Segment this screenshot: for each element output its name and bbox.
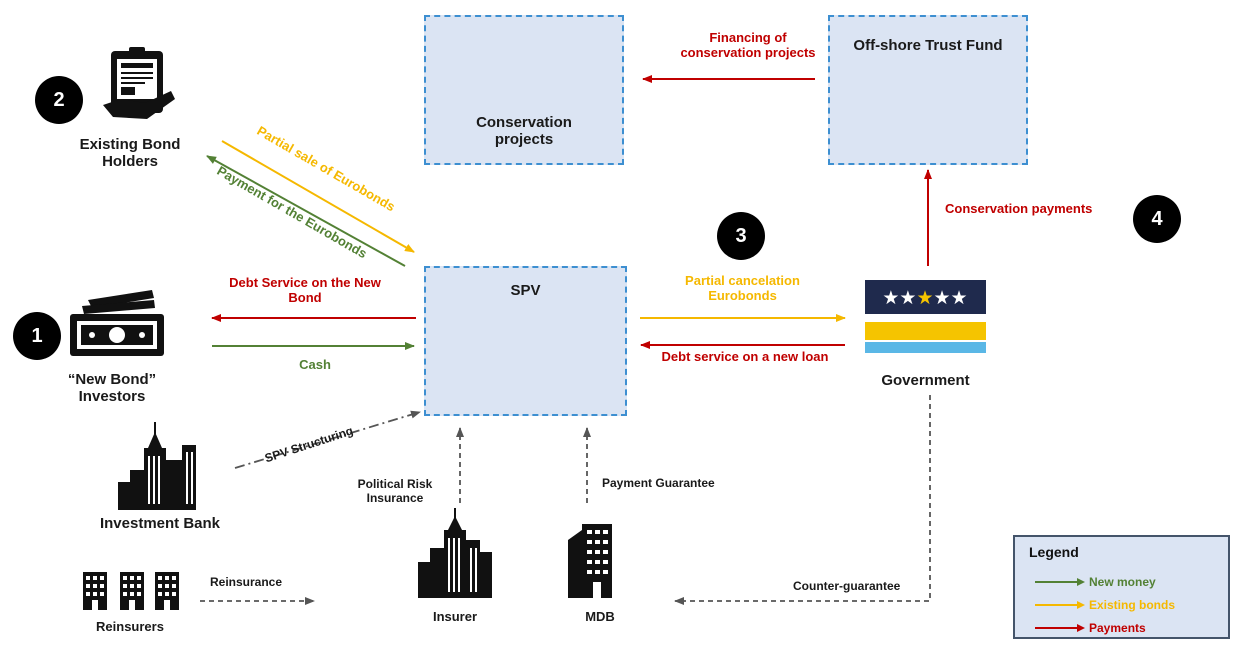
investment-bank-label: Investment Bank: [99, 515, 221, 532]
legend-label-new-money: New money: [1089, 575, 1156, 589]
legend-box: Legend New money Existing bonds Payments: [1013, 535, 1230, 639]
legend-item-new-money: New money: [1035, 575, 1156, 589]
cash-icon: [70, 290, 164, 356]
trust-fund-label: Off-shore Trust Fund: [853, 37, 1003, 54]
mdb-label: MDB: [585, 609, 615, 624]
insurer-label: Insurer: [432, 609, 478, 624]
new-investors-label: “New Bond” Investors: [67, 371, 157, 406]
conservation-payments-label: Conservation payments: [945, 201, 1093, 216]
cash-label: Cash: [299, 357, 331, 372]
reinsurers-icon: [83, 572, 179, 610]
legend-title: Legend: [1029, 544, 1079, 560]
reinsurers-label: Reinsurers: [96, 619, 164, 634]
debt-service-new-bond-label: Debt Service on the New Bond: [229, 275, 381, 305]
arrow-partial-sale: [221, 140, 415, 253]
legend-red-arrow-icon: [1035, 624, 1085, 632]
step-2-badge: 2: [35, 76, 83, 124]
legend-item-existing-bonds: Existing bonds: [1035, 598, 1175, 612]
step-4-badge: 4: [1133, 195, 1181, 243]
legend-item-payments: Payments: [1035, 621, 1146, 635]
financing-label: Financing of conservation projects: [680, 30, 816, 60]
legend-label-payments: Payments: [1089, 621, 1146, 635]
legend-label-existing-bonds: Existing bonds: [1089, 598, 1176, 612]
investment-bank-icon: [118, 422, 196, 510]
partial-cancel-label: Partial cancelation Eurobonds: [685, 273, 800, 303]
bond-holders-icon: [103, 47, 175, 119]
spv-label: SPV: [510, 282, 541, 299]
arrow-counter-guarantee: [674, 395, 931, 605]
arrow-spv-structuring: [234, 410, 421, 469]
step-3-badge: 3: [717, 212, 765, 260]
counter-guarantee-label: Counter-guarantee: [793, 579, 901, 593]
mdb-icon: [568, 524, 612, 598]
spv-box: [424, 266, 627, 416]
conservation-projects-box: [424, 15, 624, 165]
insurer-icon: [418, 508, 492, 598]
reinsurance-label: Reinsurance: [210, 575, 283, 589]
legend-green-arrow-icon: [1035, 578, 1085, 586]
step-1-badge: 1: [13, 312, 61, 360]
conservation-projects-label: Conservation projects: [476, 114, 572, 149]
government-label: Government: [881, 372, 970, 389]
political-risk-label: Political Risk Insurance: [357, 477, 433, 505]
existing-holders-label: Existing Bond Holders: [79, 136, 181, 171]
payment-guarantee-label: Payment Guarantee: [602, 476, 715, 490]
svg-text:★★★★★: ★★★★★: [882, 287, 967, 309]
arrow-payment-eurobonds: [206, 155, 406, 267]
debt-service-loan-label: Debt service on a new loan: [661, 349, 829, 364]
trust-fund-box: [828, 15, 1028, 165]
government-flag-icon: ★★★★★: [865, 280, 986, 353]
legend-yellow-arrow-icon: [1035, 601, 1085, 609]
